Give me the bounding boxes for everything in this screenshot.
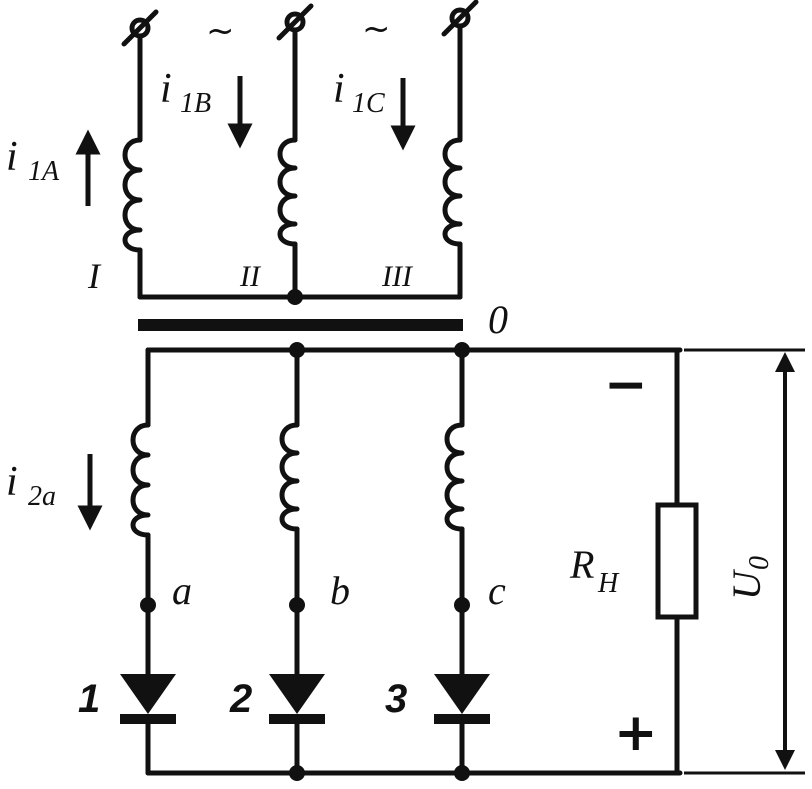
diode-3: [434, 674, 490, 714]
neutral-label: 0: [488, 297, 508, 342]
current-i1b-label: i: [160, 66, 172, 112]
svg-text:0: 0: [744, 556, 775, 570]
phase-symbol-b: ~: [206, 11, 235, 51]
terminal-c-slash: [441, 0, 479, 37]
diode-2-cathode: [269, 714, 325, 724]
terminal-node-a: [140, 597, 156, 613]
primary-winding-b: [277, 137, 298, 247]
secondary-winding-b: [279, 422, 300, 532]
primary-side: ~ ~ i 1A i 1B i 1C I II III: [6, 0, 479, 305]
current-i2a-label: i: [6, 459, 18, 505]
output-node-b: [289, 765, 305, 781]
polarity-minus: −: [604, 355, 648, 415]
primary-star-node: [287, 289, 303, 305]
terminal-label-b: b: [330, 568, 350, 613]
current-i1a-subscript: 1A: [28, 156, 60, 187]
resistor-label: R: [569, 542, 594, 587]
diode-label-2: 2: [229, 677, 252, 721]
svg-text:U: U: [724, 568, 769, 600]
polarity-plus: +: [614, 703, 658, 763]
diode-1-cathode: [120, 714, 176, 724]
current-i1c-label: i: [333, 66, 345, 112]
diode-1: [120, 674, 176, 714]
secondary-side: a b c 1 2 3 i 2a: [6, 342, 683, 781]
diode-2: [269, 674, 325, 714]
phase-symbol-c: ~: [362, 9, 391, 49]
voltage-label: U 0: [724, 556, 775, 600]
secondary-winding-a: [130, 422, 151, 538]
diode-label-1: 1: [78, 677, 100, 721]
load-resistor: [655, 502, 699, 620]
primary-winding-c: [442, 137, 463, 247]
terminal-label-c: c: [488, 568, 506, 613]
winding-label-1: I: [87, 256, 102, 296]
primary-winding-a: [122, 137, 143, 253]
output-node-c: [454, 765, 470, 781]
terminal-b-slash: [276, 3, 314, 41]
diode-label-3: 3: [385, 677, 407, 721]
current-i1a-label: i: [6, 134, 18, 180]
current-i2a-subscript: 2a: [28, 481, 56, 512]
secondary-winding-c: [444, 422, 465, 532]
winding-label-3: III: [381, 260, 414, 293]
terminal-node-b: [289, 597, 305, 613]
terminal-a-slash: [121, 9, 159, 47]
current-i1b-subscript: 1B: [180, 88, 211, 119]
load-branch: R H − + U 0: [569, 347, 805, 776]
winding-label-2: II: [239, 260, 262, 293]
transformer-core: [138, 319, 463, 331]
terminal-label-a: a: [172, 568, 192, 613]
resistor-subscript: H: [597, 568, 620, 599]
diode-3-cathode: [434, 714, 490, 724]
current-i1c-subscript: 1C: [352, 88, 385, 119]
terminal-node-c: [454, 597, 470, 613]
